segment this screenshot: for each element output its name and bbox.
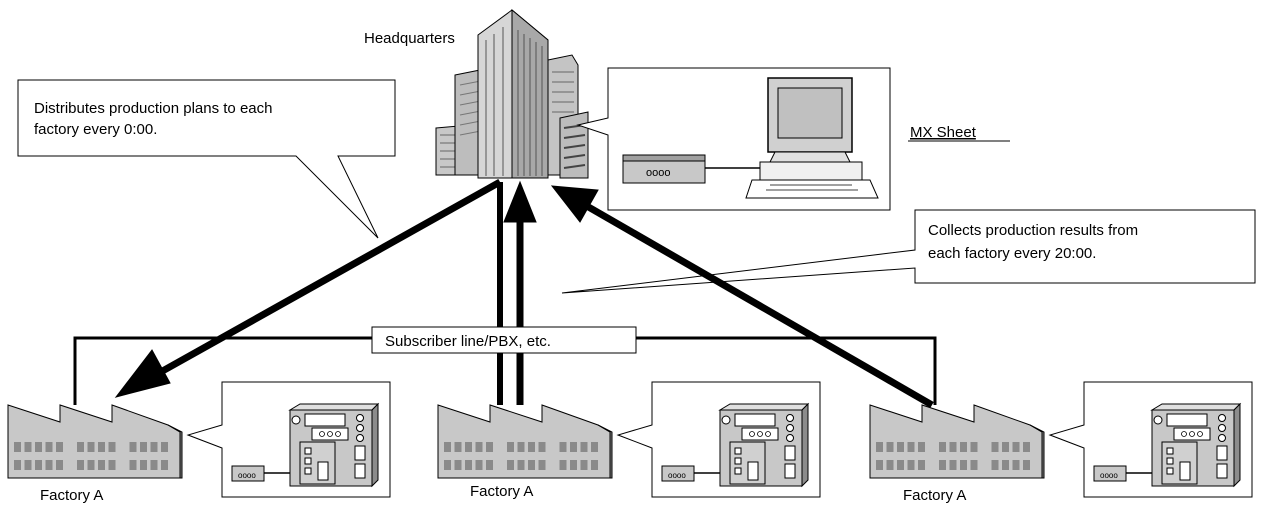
- distribute-callout-line1: Distributes production plans to each: [34, 100, 272, 117]
- factory-building-icon: [437, 404, 613, 479]
- subscriber-line-label-box: Subscriber line/PBX, etc.: [371, 326, 637, 354]
- svg-text:oooo: oooo: [668, 471, 686, 480]
- factory-label: Factory A: [470, 483, 533, 500]
- factory-2: oooo: [437, 381, 821, 498]
- arrowhead-from-factory-2: [503, 180, 537, 223]
- distribute-callout: Distributes production plans to each fac…: [17, 79, 396, 239]
- data-flow-arrows: [114, 178, 934, 409]
- factory-building-icon: [7, 404, 183, 479]
- plc-controller-icon: [288, 402, 380, 488]
- factory-device-callout: oooo: [616, 381, 821, 498]
- mx-sheet-label: MX Sheet: [910, 124, 977, 141]
- modem-icon: oooo: [1093, 465, 1127, 482]
- headquarters-building-icon: [435, 8, 589, 179]
- svg-text:oooo: oooo: [238, 471, 256, 480]
- factory-device-callout: oooo: [186, 381, 391, 498]
- desktop-computer-icon: [745, 77, 879, 199]
- factory-device-callout: oooo: [1048, 381, 1253, 498]
- factory-building-icon: [869, 404, 1045, 479]
- headquarters-label: Headquarters: [364, 30, 455, 47]
- modem-icon: oooo: [231, 465, 265, 482]
- subscriber-line-label: Subscriber line/PBX, etc.: [385, 333, 551, 350]
- plc-controller-icon: [718, 402, 810, 488]
- mx-sheet-callout: oooo: [576, 67, 891, 211]
- arrowhead-from-factory-3: [550, 185, 599, 223]
- modem-icon: oooo: [661, 465, 695, 482]
- arrowhead-to-factory-1: [114, 349, 171, 398]
- factory-label: Factory A: [903, 487, 966, 504]
- plc-controller-icon: [1150, 402, 1242, 488]
- collect-callout: Collects production results from each fa…: [561, 209, 1256, 294]
- collect-callout-line2: each factory every 20:00.: [928, 245, 1096, 262]
- factory-label: Factory A: [40, 487, 103, 504]
- svg-text:oooo: oooo: [1100, 471, 1118, 480]
- svg-text:oooo: oooo: [646, 167, 670, 179]
- factory-3: oooo: [869, 381, 1253, 498]
- distribute-callout-line2: factory every 0:00.: [34, 121, 157, 138]
- modem-icon: oooo: [622, 154, 706, 184]
- factory-1: oooo: [7, 381, 391, 498]
- collect-callout-line1: Collects production results from: [928, 222, 1138, 239]
